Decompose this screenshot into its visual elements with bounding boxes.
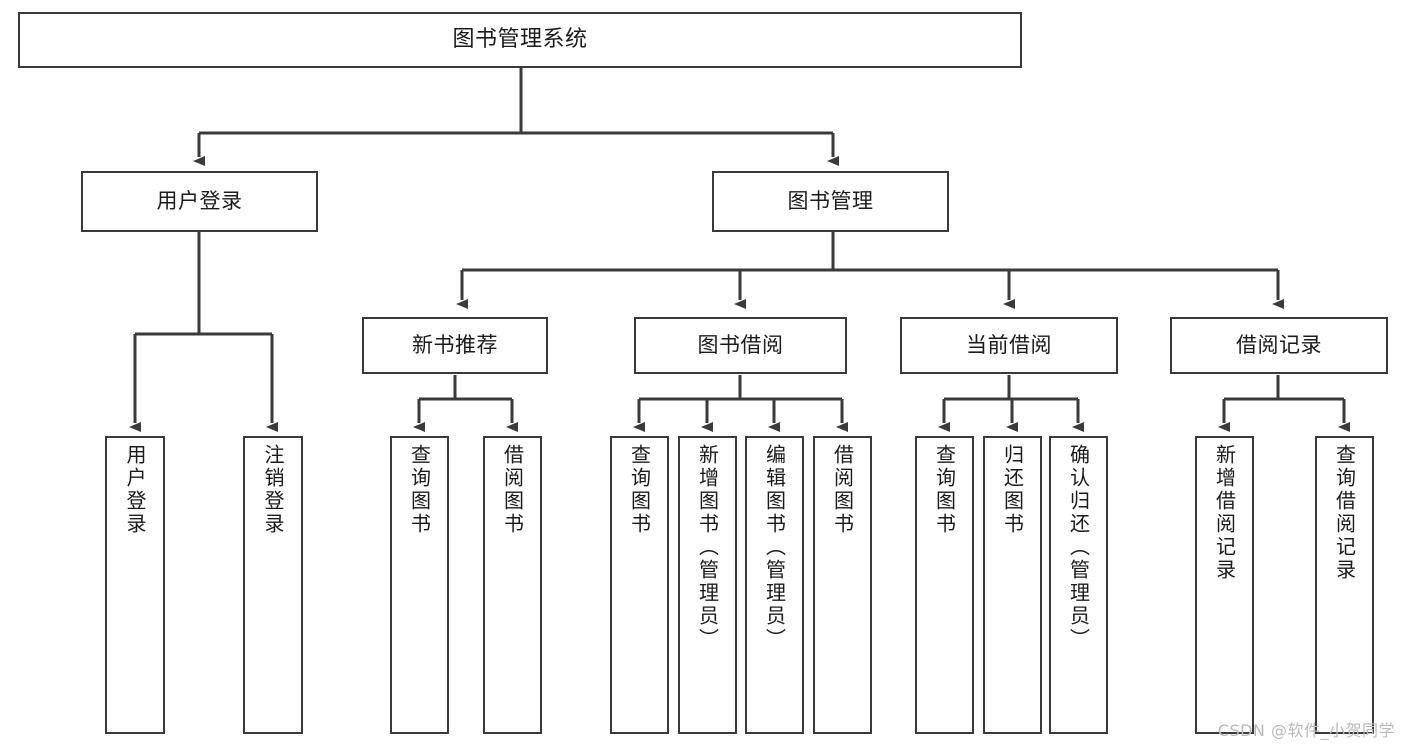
node-leaf-query-book-2-label: 查询图书 xyxy=(627,444,652,536)
node-current-borrow[interactable]: 当前借阅 xyxy=(900,317,1118,374)
node-borrow-record-label: 借阅记录 xyxy=(1236,333,1322,358)
node-book-manage[interactable]: 图书管理 xyxy=(712,171,949,232)
node-user-login-label: 用户登录 xyxy=(156,189,243,214)
node-leaf-return-book[interactable]: 归还图书 xyxy=(983,436,1042,734)
node-leaf-borrow-book-1-label: 借阅图书 xyxy=(500,444,525,536)
node-leaf-borrow-book-1[interactable]: 借阅图书 xyxy=(483,436,542,734)
node-leaf-add-record-label: 新增借阅记录 xyxy=(1212,444,1237,582)
node-user-login[interactable]: 用户登录 xyxy=(81,171,318,232)
node-leaf-edit-book-label: 编辑图书（管理员） xyxy=(762,444,787,651)
node-leaf-user-logout[interactable]: 注销登录 xyxy=(243,436,303,734)
node-leaf-add-book[interactable]: 新增图书（管理员） xyxy=(678,436,737,734)
node-book-manage-label: 图书管理 xyxy=(787,189,874,214)
node-root[interactable]: 图书管理系统 xyxy=(18,12,1022,68)
node-leaf-edit-book[interactable]: 编辑图书（管理员） xyxy=(745,436,804,734)
node-leaf-query-book-1-label: 查询图书 xyxy=(407,444,432,536)
node-leaf-add-record[interactable]: 新增借阅记录 xyxy=(1195,436,1254,734)
node-leaf-borrow-book-2-label: 借阅图书 xyxy=(830,444,855,536)
node-leaf-query-book-3-label: 查询图书 xyxy=(932,444,957,536)
node-leaf-user-login[interactable]: 用户登录 xyxy=(105,436,165,734)
node-leaf-add-book-label: 新增图书（管理员） xyxy=(695,444,720,651)
node-new-book-rec-label: 新书推荐 xyxy=(412,333,498,358)
node-current-borrow-label: 当前借阅 xyxy=(966,333,1052,358)
node-leaf-query-book-1[interactable]: 查询图书 xyxy=(390,436,449,734)
node-book-borrow-label: 图书借阅 xyxy=(697,333,784,358)
node-leaf-query-record[interactable]: 查询借阅记录 xyxy=(1315,436,1374,734)
node-leaf-query-book-2[interactable]: 查询图书 xyxy=(610,436,669,734)
node-leaf-borrow-book-2[interactable]: 借阅图书 xyxy=(813,436,872,734)
node-leaf-query-record-label: 查询借阅记录 xyxy=(1332,444,1357,582)
node-leaf-return-book-label: 归还图书 xyxy=(1000,444,1025,536)
node-leaf-user-logout-label: 注销登录 xyxy=(261,444,285,536)
node-leaf-user-login-label: 用户登录 xyxy=(123,444,147,536)
node-leaf-confirm-return-label: 确认归还（管理员） xyxy=(1066,444,1091,651)
node-leaf-query-book-3[interactable]: 查询图书 xyxy=(915,436,974,734)
node-new-book-rec[interactable]: 新书推荐 xyxy=(362,317,548,374)
watermark-text: CSDN @软件_小贺同学 xyxy=(1217,721,1395,740)
node-leaf-confirm-return[interactable]: 确认归还（管理员） xyxy=(1049,436,1108,734)
node-borrow-record[interactable]: 借阅记录 xyxy=(1170,317,1388,374)
node-root-label: 图书管理系统 xyxy=(452,27,588,53)
node-book-borrow[interactable]: 图书借阅 xyxy=(634,317,847,374)
